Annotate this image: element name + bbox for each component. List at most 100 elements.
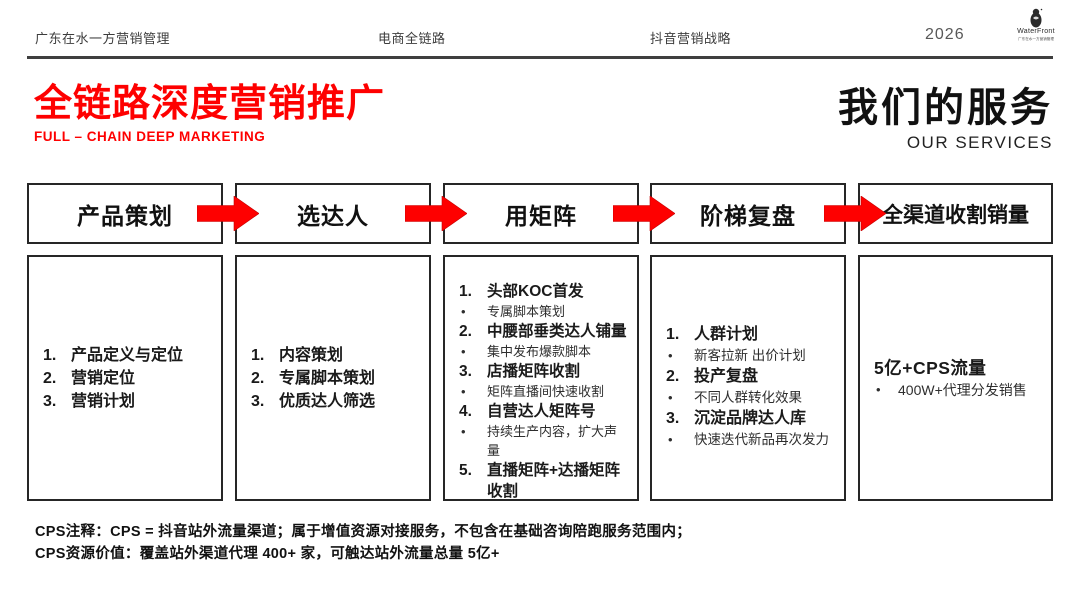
cps-note-line1: CPS注释：CPS = 抖音站外流量渠道；属于增值资源对接服务，不包含在基础咨询… xyxy=(35,524,692,540)
cps-note-line2: CPS资源价值：覆盖站外渠道代理 400+ 家，可触达站外流量总量 5亿+ xyxy=(35,546,500,562)
subitem-text: 矩阵直播间快速收割 xyxy=(487,384,605,399)
list-number: 5. xyxy=(459,462,472,479)
section-title-block: 我们的服务 OUR SERVICES xyxy=(838,86,1053,153)
list-item: 2. 专属脚本策划 xyxy=(247,367,421,390)
list-item: 1. 头部KOC首发 xyxy=(455,281,629,302)
list-number: 3. xyxy=(666,410,680,427)
list-text: 产品定义与定位 xyxy=(71,346,184,364)
list-number: 1. xyxy=(251,346,265,364)
top-nav: 广东在水一方营销管理 电商全链路 抖音营销战略 2026 WaterFront … xyxy=(0,0,1080,59)
list-item: 3. 店播矩阵收割 xyxy=(455,361,629,382)
list-item: 5. 直播矩阵+达播矩阵收割 xyxy=(455,460,629,502)
subitem-text: 专属脚本策划 xyxy=(487,304,566,319)
list-item: 1. 内容策划 xyxy=(247,344,421,367)
list-item: 3. 优质达人筛选 xyxy=(247,390,421,413)
step-detail-use-matrix: 1. 头部KOC首发 • 专属脚本策划 2. 中腰部垂类达人铺量 • 集中发布爆… xyxy=(443,255,639,501)
list-item: 3. 沉淀品牌达人库 xyxy=(662,407,836,430)
subitem-text: 400W+代理分发销售 xyxy=(898,381,1027,398)
process-column-product-planning: 产品策划 1. 产品定义与定位 2. 营销定位 3. 营销计划 xyxy=(27,183,223,501)
logo-tagline: 广东在水一方营销管理 xyxy=(1018,36,1054,41)
subitem-text: 集中发布爆款脚本 xyxy=(487,344,592,359)
list-text: 营销计划 xyxy=(71,392,136,410)
list-text: 专属脚本策划 xyxy=(279,369,376,387)
list-text: 人群计划 xyxy=(694,326,759,343)
list-text: 优质达人筛选 xyxy=(279,392,376,410)
bullet-marker: • xyxy=(461,344,466,359)
list-item: 3. 营销计划 xyxy=(39,390,213,413)
process-flow: 产品策划 1. 产品定义与定位 2. 营销定位 3. 营销计划 选达人 xyxy=(27,183,1053,501)
step-detail-stepped-review: 1. 人群计划 • 新客拉新 出价计划 2. 投产复盘 • 不同人群转化效果 3… xyxy=(650,255,846,501)
list-number: 3. xyxy=(459,363,472,380)
step-detail-product-planning: 1. 产品定义与定位 2. 营销定位 3. 营销计划 xyxy=(27,255,223,501)
list-item: 2. 投产复盘 xyxy=(662,365,836,388)
step-header-select-creators: 选达人 xyxy=(235,183,431,244)
bullet-marker: • xyxy=(668,348,673,363)
logo-name: WaterFront xyxy=(1017,28,1055,35)
list-subitem: • 400W+代理分发销售 xyxy=(870,380,1043,401)
bullet-marker: • xyxy=(461,424,466,439)
list-subitem: • 新客拉新 出价计划 xyxy=(662,346,836,365)
list-subitem: • 矩阵直播间快速收割 xyxy=(455,382,629,401)
list-text: 自营达人矩阵号 xyxy=(487,403,596,420)
list-subitem: • 持续生产内容，扩大声量 xyxy=(455,422,629,460)
flow-arrow-icon xyxy=(824,196,886,231)
bullet-marker: • xyxy=(876,381,881,397)
list-item: 2. 营销定位 xyxy=(39,367,213,390)
list-item: 4. 自营达人矩阵号 xyxy=(455,401,629,422)
company-logo: WaterFront 广东在水一方营销管理 xyxy=(1012,8,1060,41)
list-text: 店播矩阵收割 xyxy=(487,363,581,380)
list-item: 1. 产品定义与定位 xyxy=(39,344,213,367)
flow-arrow-icon xyxy=(405,196,467,231)
list-text: 中腰部垂类达人铺量 xyxy=(487,323,627,340)
section-subtitle: OUR SERVICES xyxy=(906,133,1053,152)
page-subtitle: FULL – CHAIN DEEP MARKETING xyxy=(34,129,266,144)
process-column-select-creators: 选达人 1. 内容策划 2. 专属脚本策划 3. 优质达人筛选 xyxy=(235,183,431,501)
flow-arrow-icon xyxy=(197,196,259,231)
bullet-marker: • xyxy=(461,304,466,319)
bullet-marker: • xyxy=(461,384,466,399)
list-number: 2. xyxy=(459,323,472,340)
bullet-marker: • xyxy=(668,432,673,447)
process-column-stepped-review: 阶梯复盘 1. 人群计划 • 新客拉新 出价计划 2. 投产复盘 • 不同人群转… xyxy=(650,183,846,501)
step-detail-omnichannel-sales: 5亿+CPS流量 • 400W+代理分发销售 xyxy=(858,255,1053,501)
footnotes: CPS注释：CPS = 抖音站外流量渠道；属于增值资源对接服务，不包含在基础咨询… xyxy=(35,521,691,565)
list-item: 1. 人群计划 xyxy=(662,323,836,346)
list-number: 2. xyxy=(666,368,680,385)
list-number: 2. xyxy=(43,369,57,387)
nav-item-douyin: 抖音营销战略 xyxy=(650,31,732,46)
step-header-use-matrix: 用矩阵 xyxy=(443,183,639,244)
step-detail-select-creators: 1. 内容策划 2. 专属脚本策划 3. 优质达人筛选 xyxy=(235,255,431,501)
nav-item-company: 广东在水一方营销管理 xyxy=(35,31,171,46)
subitem-text: 不同人群转化效果 xyxy=(694,390,802,405)
subitem-text: 持续生产内容，扩大声量 xyxy=(487,424,618,458)
list-item: 2. 中腰部垂类达人铺量 xyxy=(455,321,629,342)
subitem-text: 新客拉新 出价计划 xyxy=(694,348,806,363)
list-subitem: • 专属脚本策划 xyxy=(455,302,629,321)
list-number: 1. xyxy=(666,326,680,343)
section-title: 我们的服务 xyxy=(838,86,1053,130)
list-text: 沉淀品牌达人库 xyxy=(694,410,807,427)
nav-year: 2026 xyxy=(925,26,965,43)
list-number: 1. xyxy=(459,283,472,300)
list-text: 投产复盘 xyxy=(694,368,759,385)
list-number: 4. xyxy=(459,403,472,420)
list-text: 直播矩阵+达播矩阵收割 xyxy=(487,462,621,500)
header-divider xyxy=(27,56,1053,59)
list-number: 1. xyxy=(43,346,57,364)
list-subitem: • 快速迭代新品再次发力 xyxy=(662,430,836,449)
list-subitem: • 集中发布爆款脚本 xyxy=(455,342,629,361)
list-text: 营销定位 xyxy=(71,369,136,387)
list-text: 内容策划 xyxy=(279,346,344,364)
list-number: 2. xyxy=(251,369,265,387)
list-number: 3. xyxy=(251,392,265,410)
logo-emblem-icon xyxy=(1012,8,1060,28)
step-header-omnichannel-sales: 全渠道收割销量 xyxy=(858,183,1053,244)
subitem-text: 快速迭代新品再次发力 xyxy=(694,432,829,447)
page-title: 全链路深度营销推广 xyxy=(34,83,386,125)
nav-item-ecommerce: 电商全链路 xyxy=(378,31,446,46)
cps-traffic-heading: 5亿+CPS流量 xyxy=(874,357,987,378)
flow-arrow-icon xyxy=(613,196,675,231)
process-column-omnichannel-sales: 全渠道收割销量 5亿+CPS流量 • 400W+代理分发销售 xyxy=(858,183,1053,501)
process-column-use-matrix: 用矩阵 1. 头部KOC首发 • 专属脚本策划 2. 中腰部垂类达人铺量 • 集… xyxy=(443,183,639,501)
